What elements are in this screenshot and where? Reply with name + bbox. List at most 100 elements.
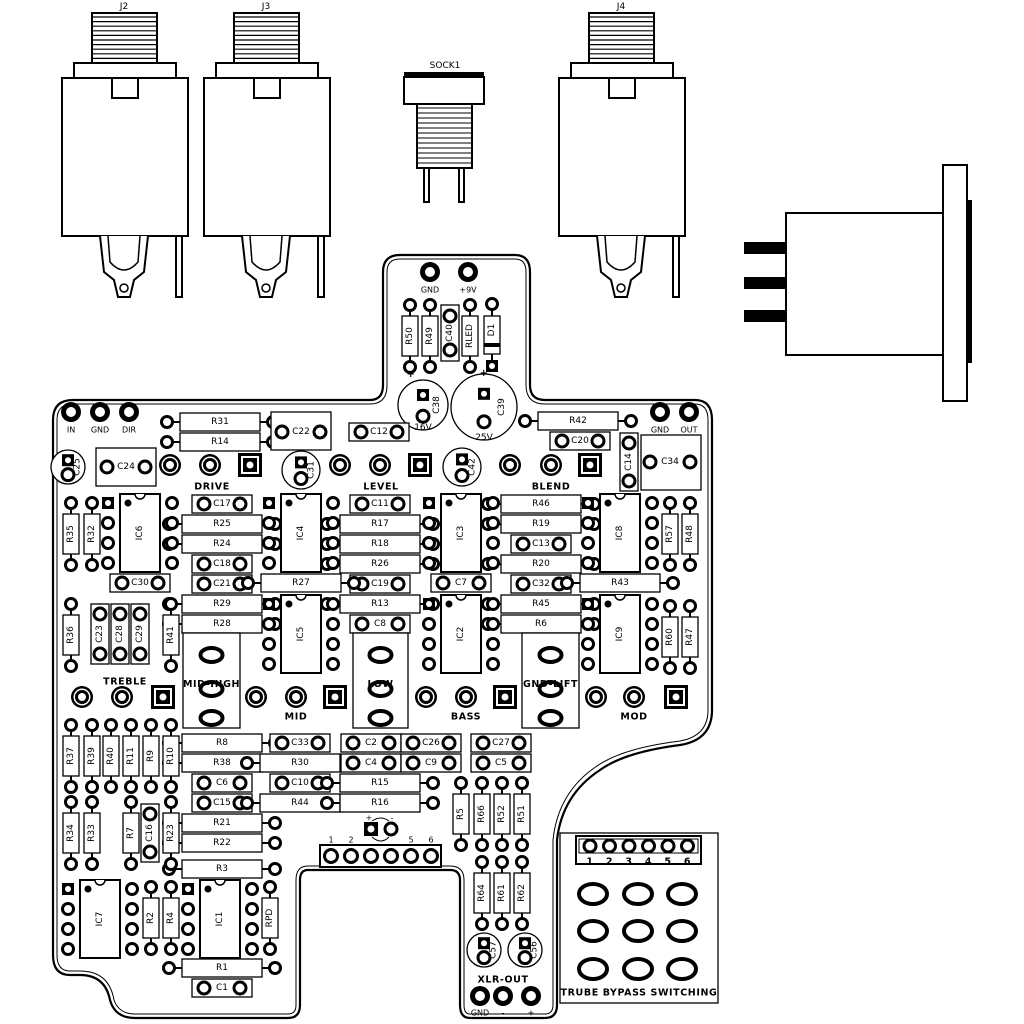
capacitor-label: C32 — [532, 579, 550, 589]
resistor-body — [461, 315, 479, 357]
solder-pad — [164, 597, 178, 611]
capacitor-outline — [442, 447, 482, 487]
ic-body — [199, 879, 241, 959]
solder-pad — [663, 496, 677, 510]
footswitch-lug — [666, 882, 698, 906]
capacitor: C23 — [90, 603, 110, 665]
square-pad — [263, 598, 275, 610]
resistor-body — [473, 793, 491, 835]
solder-pad — [390, 496, 406, 512]
resistor: R3 — [162, 859, 282, 879]
capacitor-outline — [281, 450, 321, 490]
solder-pad — [590, 433, 606, 449]
solder-pad — [683, 558, 697, 572]
pot-pad — [199, 454, 221, 476]
potentiometer-footprint: DRIVE — [159, 453, 262, 493]
solder-pad — [112, 646, 128, 662]
solder-pad — [426, 776, 440, 790]
resistor-label: R50 — [405, 327, 415, 345]
dc-socket: SOCK1 — [403, 61, 485, 203]
resistor-body — [181, 813, 263, 833]
capacitor-label: C16 — [145, 824, 155, 842]
solder-pad — [326, 496, 340, 510]
plus-mark: + — [480, 368, 489, 379]
capacitor: C5 — [470, 753, 532, 773]
jack-body — [558, 77, 686, 237]
pad-label: + — [528, 1009, 535, 1018]
resistor-label: R20 — [532, 559, 550, 569]
solder-pad — [85, 780, 99, 794]
solder-pad — [645, 556, 659, 570]
capacitor-label: C21 — [213, 579, 231, 589]
io-pad-hole — [475, 991, 485, 1001]
ic-body — [440, 493, 482, 573]
solder-pad — [326, 637, 340, 651]
capacitor: C9 — [400, 753, 462, 773]
pot-pad — [455, 686, 477, 708]
capacitor: C29 — [130, 603, 150, 665]
solder-pad — [232, 775, 248, 791]
solder-pad — [160, 435, 174, 449]
xlr-pin — [744, 242, 786, 254]
square-pad-hole — [298, 459, 304, 466]
capacitor-label: C23 — [95, 625, 105, 643]
resistor: R14 — [160, 432, 280, 452]
capacitor-outline — [50, 449, 86, 485]
resistor: R66 — [473, 776, 491, 852]
solder-pad — [99, 459, 115, 475]
xlr-flange — [942, 164, 968, 402]
ic-label: IC6 — [135, 525, 145, 540]
resistor-label: R23 — [166, 824, 176, 842]
board-outline — [51, 253, 714, 1020]
resistor: R52 — [493, 776, 511, 852]
resistor-body — [579, 573, 661, 593]
pot-pad — [369, 454, 391, 476]
solder-pad — [132, 606, 148, 622]
square-pad-hole — [585, 601, 591, 607]
resistor-label: R9 — [146, 750, 156, 762]
ic-notch — [94, 879, 106, 886]
resistor-label: R22 — [213, 838, 231, 848]
solder-pad — [486, 657, 500, 671]
audio-jack: J2 — [61, 2, 189, 298]
pad-label: +9V — [459, 286, 477, 295]
square-pad-hole — [266, 500, 272, 506]
io-pad — [90, 402, 110, 422]
resistor-label: RPD — [265, 909, 275, 928]
resistor-label: R66 — [477, 805, 487, 823]
resistor-body — [102, 735, 120, 777]
solder-pad — [326, 597, 340, 611]
resistor-label: R15 — [371, 778, 389, 788]
solder-pad — [144, 942, 158, 956]
pad-label: GND — [651, 426, 669, 435]
pad-label: OUT — [680, 426, 697, 435]
resistor-body — [181, 733, 263, 753]
solder-pad — [326, 536, 340, 550]
io-pad — [61, 402, 81, 422]
solder-pad — [624, 414, 638, 428]
solder-pad — [663, 661, 677, 675]
ic-dip8: IC7 — [61, 879, 139, 959]
pot-pad — [585, 686, 607, 708]
ic-notch — [295, 493, 307, 500]
resistor-label: R8 — [216, 738, 228, 748]
io-pad — [470, 986, 490, 1006]
resistor-label: R61 — [497, 884, 507, 902]
pot-pad — [499, 454, 521, 476]
resistor-body — [83, 735, 101, 777]
solder-pad — [645, 536, 659, 550]
resistor: R10 — [162, 718, 180, 794]
pot-pad — [415, 686, 437, 708]
pin-number: 1 — [328, 836, 333, 845]
ic-label: IC2 — [456, 627, 466, 642]
solder-pad — [274, 775, 290, 791]
solder-pad — [64, 597, 78, 611]
solder-pad — [463, 298, 477, 312]
solder-pad — [262, 637, 276, 651]
capacitor-label: C40 — [445, 324, 455, 342]
solder-pad — [85, 795, 99, 809]
pin1-dot — [285, 499, 293, 507]
pin1-dot — [204, 885, 212, 893]
solder-pad — [137, 459, 153, 475]
